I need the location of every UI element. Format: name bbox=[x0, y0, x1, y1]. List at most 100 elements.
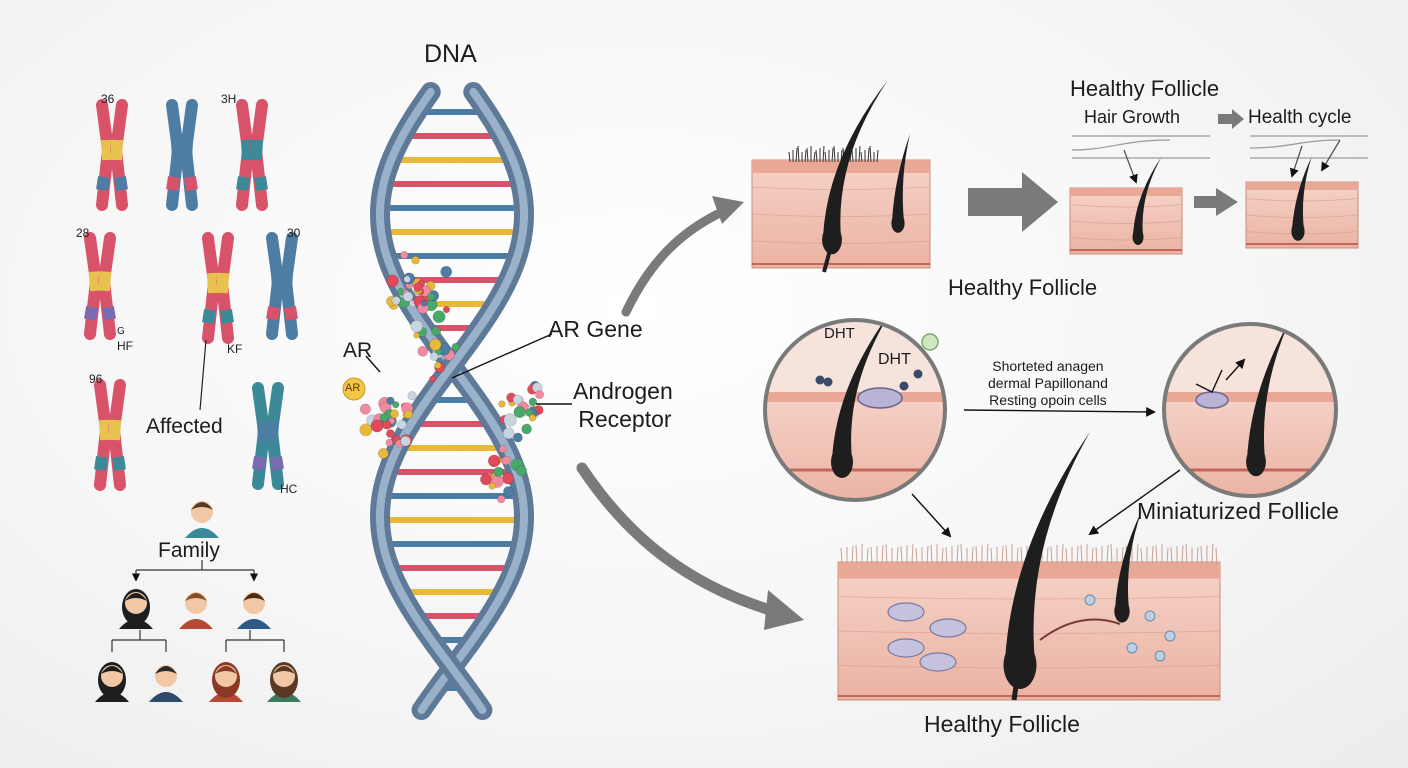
molecule-bead bbox=[440, 265, 453, 278]
chromosome-band bbox=[108, 419, 121, 441]
chromosome-band bbox=[102, 306, 116, 321]
molecule-bead bbox=[386, 396, 395, 405]
skin-fuzz bbox=[1181, 544, 1184, 565]
cell-particle bbox=[1164, 630, 1176, 642]
molecule-bead bbox=[386, 274, 399, 288]
skin-cell-line bbox=[751, 213, 931, 217]
chromosome-band bbox=[216, 272, 229, 294]
molecule-bead bbox=[503, 486, 514, 497]
stubble-hair bbox=[858, 145, 861, 163]
pointer-arrow bbox=[1225, 358, 1246, 381]
dht-molecule bbox=[815, 375, 825, 385]
chromosome-band bbox=[280, 271, 293, 292]
molecule-bead bbox=[427, 292, 436, 301]
chromosome-label-30: 30 bbox=[287, 226, 301, 240]
cell-particle bbox=[1144, 610, 1156, 622]
molecule-bead bbox=[385, 438, 394, 447]
gray-arrow-upper-head bbox=[712, 196, 744, 224]
pointer-vee bbox=[1195, 369, 1223, 393]
molecule-bead bbox=[389, 409, 399, 419]
chromosome-band bbox=[284, 306, 298, 321]
molecule-bead bbox=[498, 400, 506, 408]
molecule-bead bbox=[487, 454, 501, 468]
avatar-shirt bbox=[179, 619, 213, 629]
ar-label: AR bbox=[343, 339, 373, 362]
hair-strand-icon bbox=[831, 320, 892, 478]
person-avatar-icon bbox=[149, 665, 183, 702]
chromosome-band bbox=[207, 272, 220, 294]
molecule-bead bbox=[377, 448, 389, 459]
healthy-follicle-panel bbox=[751, 80, 1359, 273]
gray-arrow-lower-head bbox=[764, 590, 804, 630]
family-tree bbox=[111, 560, 285, 652]
avatar-hair bbox=[155, 666, 177, 674]
dht-molecule bbox=[913, 369, 923, 379]
gray-arrow-upper bbox=[621, 207, 727, 317]
molecule-bead bbox=[525, 408, 534, 417]
cell-particle bbox=[1154, 650, 1166, 662]
stubble-hair bbox=[833, 145, 836, 163]
molecule-bead bbox=[396, 419, 407, 430]
chromosome-band bbox=[89, 271, 102, 292]
process-line-3: Resting opoin cells bbox=[989, 391, 1107, 408]
chromosome bbox=[84, 232, 116, 340]
molecule-bead bbox=[488, 482, 496, 490]
skin-fuzz bbox=[1166, 547, 1169, 565]
molecule-bead bbox=[431, 326, 441, 337]
gray-arrow-lower bbox=[576, 462, 776, 616]
ar-badge bbox=[342, 377, 366, 401]
chromosome-band bbox=[184, 176, 198, 191]
skin-fuzz bbox=[1076, 545, 1079, 565]
stubble-hair bbox=[822, 145, 825, 163]
skin-fuzz bbox=[1001, 545, 1004, 565]
molecule-bead bbox=[402, 291, 414, 302]
chromosome-band bbox=[114, 176, 128, 191]
avatar-shirt bbox=[149, 692, 183, 702]
chromosome bbox=[96, 99, 128, 211]
skin-fuzz bbox=[1185, 543, 1188, 565]
person-avatar-icon bbox=[209, 662, 243, 702]
skin-fuzz bbox=[866, 547, 869, 565]
dht-molecule bbox=[823, 377, 833, 387]
chromosome-band bbox=[266, 421, 279, 442]
skin-fuzz bbox=[986, 543, 989, 565]
chromosome bbox=[252, 382, 284, 490]
stubble-hair bbox=[876, 149, 879, 163]
healthy-follicle-title: Healthy Follicle bbox=[1070, 76, 1220, 101]
chromosome-band bbox=[250, 139, 263, 161]
hair-shaft bbox=[1292, 156, 1312, 230]
skin-fuzz bbox=[1151, 545, 1154, 565]
androgen-line: Androgen bbox=[573, 378, 673, 404]
skin-fuzz bbox=[1106, 544, 1109, 565]
chromosome-band bbox=[266, 306, 280, 321]
hair-strand-icon bbox=[822, 80, 888, 255]
cycle-pointer-1 bbox=[1123, 149, 1138, 184]
chromosome-band bbox=[99, 419, 112, 441]
dna-helix-icon bbox=[370, 82, 534, 720]
androgen-receptor-label: Androgen Receptor bbox=[573, 378, 673, 433]
dht-label-2: DHT bbox=[878, 351, 911, 368]
molecule-bead bbox=[534, 389, 545, 400]
process-arrow bbox=[963, 407, 1156, 417]
dna-backbone-a-highlight bbox=[376, 88, 528, 714]
molecule-bead bbox=[400, 435, 411, 447]
blood-vessel bbox=[1039, 618, 1121, 641]
circle-skin bbox=[765, 392, 945, 500]
skin-fuzz bbox=[975, 545, 978, 565]
skin-fuzz bbox=[915, 547, 918, 565]
molecule-bead bbox=[451, 342, 460, 352]
skin-epidermis bbox=[1070, 188, 1182, 196]
skin-block-small-1 bbox=[1069, 187, 1183, 255]
molecule-bead bbox=[501, 455, 511, 466]
molecule-bead bbox=[497, 495, 506, 504]
skin-fuzz bbox=[1065, 547, 1068, 565]
chromosome-band bbox=[236, 176, 250, 191]
chromosome-band bbox=[112, 456, 126, 471]
chromosome-band bbox=[270, 456, 284, 471]
molecule-bead bbox=[359, 423, 373, 437]
chromosome-label-96: 96 bbox=[89, 372, 103, 386]
hair-shaft bbox=[1115, 510, 1142, 610]
skin-fuzz bbox=[971, 546, 974, 565]
skin-fuzz bbox=[941, 547, 944, 565]
molecule-bead bbox=[385, 429, 395, 439]
